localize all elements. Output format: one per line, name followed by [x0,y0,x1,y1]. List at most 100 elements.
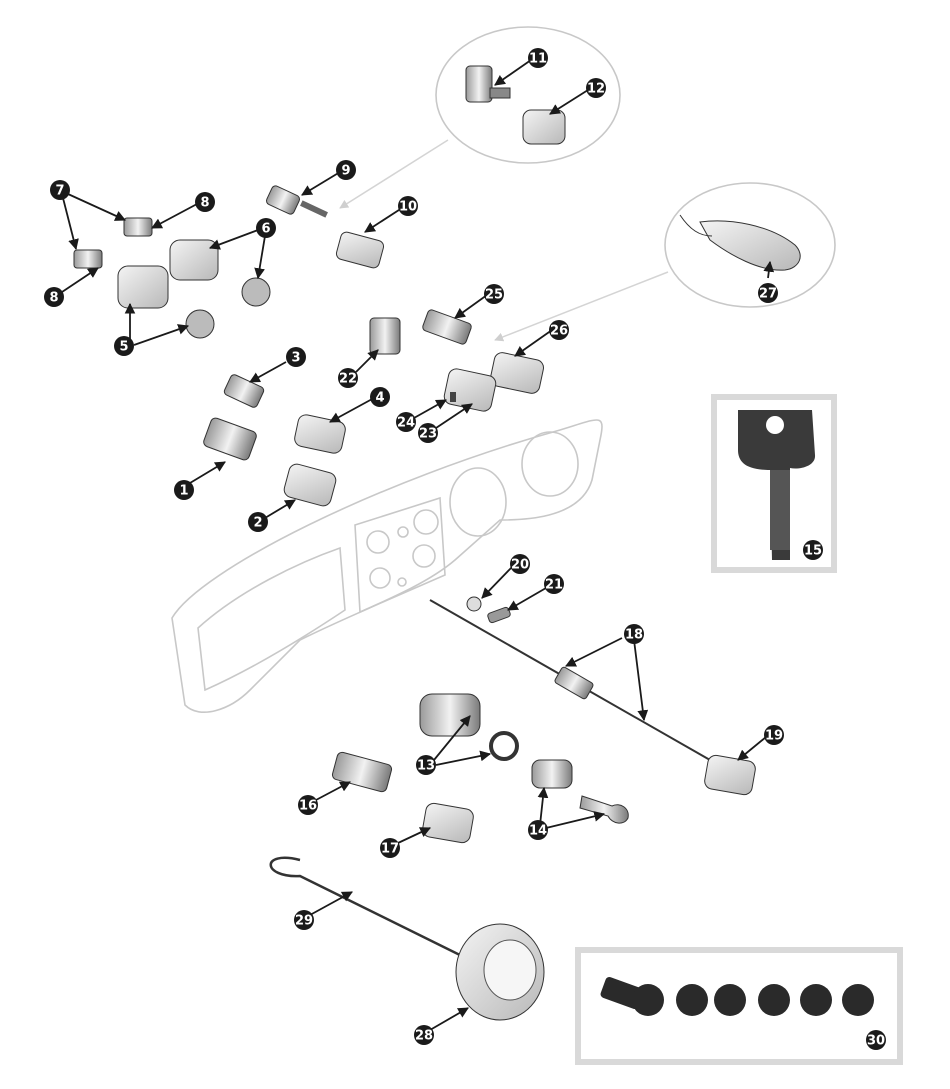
part-12-knob[interactable] [522,109,566,145]
part-13-bezel-ring[interactable] [489,731,519,761]
svg-text:6: 6 [261,222,270,237]
callout-7: 7 [50,180,70,200]
callout-3: 3 [286,347,306,367]
svg-text:8: 8 [49,291,58,306]
part-28-horn-push[interactable] [455,923,545,1021]
ignition-key-image [738,410,816,560]
part-20-grommet[interactable] [466,596,482,612]
svg-text:30: 30 [867,1034,885,1049]
callout-30: 30 [866,1030,886,1050]
callout-4: 4 [370,387,390,407]
callout-13: 13 [416,755,436,775]
part-27-warning-light[interactable] [679,214,801,271]
part-5-bezel-lower[interactable] [185,309,215,339]
callout-8-upper: 8 [195,192,215,212]
part-21-clip[interactable] [487,606,511,624]
part-11-rheostat-switch[interactable] [465,65,511,103]
svg-text:12: 12 [587,82,605,97]
svg-text:9: 9 [341,164,350,179]
callout-12: 12 [586,78,606,98]
part-25-switch[interactable] [422,309,473,345]
part-7-switch-upper[interactable] [123,217,153,237]
callout-21: 21 [544,574,564,594]
svg-text:18: 18 [625,628,643,643]
svg-text:17: 17 [381,842,399,857]
part-14-key[interactable] [579,795,629,824]
callout-6: 6 [256,218,276,238]
callout-2: 2 [248,512,268,532]
svg-text:11: 11 [529,52,547,67]
callout-8-lower: 8 [44,287,64,307]
callout-23: 23 [418,423,438,443]
part-13-ignition-housing[interactable] [419,693,481,737]
svg-text:22: 22 [339,372,357,387]
callout-25: 25 [484,284,504,304]
callout-17: 17 [380,838,400,858]
svg-text:8: 8 [200,196,209,211]
callout-11: 11 [528,48,548,68]
part-17-knob[interactable] [421,802,474,844]
callout-9: 9 [336,160,356,180]
callout-28: 28 [414,1025,434,1045]
part-18-choke-cable[interactable] [429,599,711,761]
svg-text:1: 1 [179,484,188,499]
callout-1: 1 [174,480,194,500]
part-6-bezel-upper[interactable] [169,239,219,281]
svg-text:5: 5 [119,340,128,355]
svg-text:2: 2 [253,516,262,531]
callout-10: 10 [398,196,418,216]
svg-text:10: 10 [399,200,417,215]
dashboard-panel-outline [171,419,603,713]
detail-circle-27 [494,182,836,342]
part-5-bezel-upper[interactable] [117,265,169,309]
part-4-knob[interactable] [293,413,347,454]
callout-26: 26 [549,320,569,340]
callout-16: 16 [298,795,318,815]
part-19-choke-knob[interactable] [703,754,756,796]
svg-text:27: 27 [759,287,777,302]
detail-circle-11-12 [339,26,621,209]
svg-text:21: 21 [545,578,563,593]
callout-29: 29 [294,910,314,930]
callout-20: 20 [510,554,530,574]
svg-text:23: 23 [419,427,437,442]
svg-text:7: 7 [55,184,64,199]
part-10-knob[interactable] [335,231,385,269]
part-24-grub-screw[interactable] [450,392,456,402]
part-3-switch[interactable] [223,373,265,408]
svg-text:19: 19 [765,729,783,744]
part-9-switch[interactable] [265,185,328,218]
part-22-rheostat[interactable] [369,317,401,355]
push-button-set-image [600,976,874,1016]
svg-text:26: 26 [550,324,568,339]
svg-text:25: 25 [485,288,503,303]
callout-24: 24 [396,412,416,432]
svg-text:28: 28 [415,1029,433,1044]
part-2-knob[interactable] [282,462,337,507]
part-26-knob[interactable] [489,351,545,395]
svg-text:15: 15 [804,544,822,559]
part-14-lock-barrel[interactable] [531,759,573,789]
svg-text:14: 14 [529,824,547,839]
callout-19: 19 [764,725,784,745]
svg-text:20: 20 [511,558,529,573]
callout-15: 15 [803,540,823,560]
svg-text:13: 13 [417,759,435,774]
svg-text:4: 4 [375,391,384,406]
part-6-bezel-lower[interactable] [241,277,271,307]
svg-text:24: 24 [397,416,415,431]
callout-22: 22 [338,368,358,388]
svg-text:16: 16 [299,799,317,814]
leader-lines [61,59,775,1031]
callout-14: 14 [528,820,548,840]
callout-27: 27 [758,283,778,303]
svg-text:29: 29 [295,914,313,929]
svg-text:3: 3 [291,351,300,366]
callout-5: 5 [114,336,134,356]
push-button-set-frame [575,947,903,1065]
callout-18: 18 [624,624,644,644]
part-7-switch-lower[interactable] [73,249,103,269]
part-29-cable-loom[interactable] [269,856,471,962]
part-1-switch[interactable] [202,417,257,462]
